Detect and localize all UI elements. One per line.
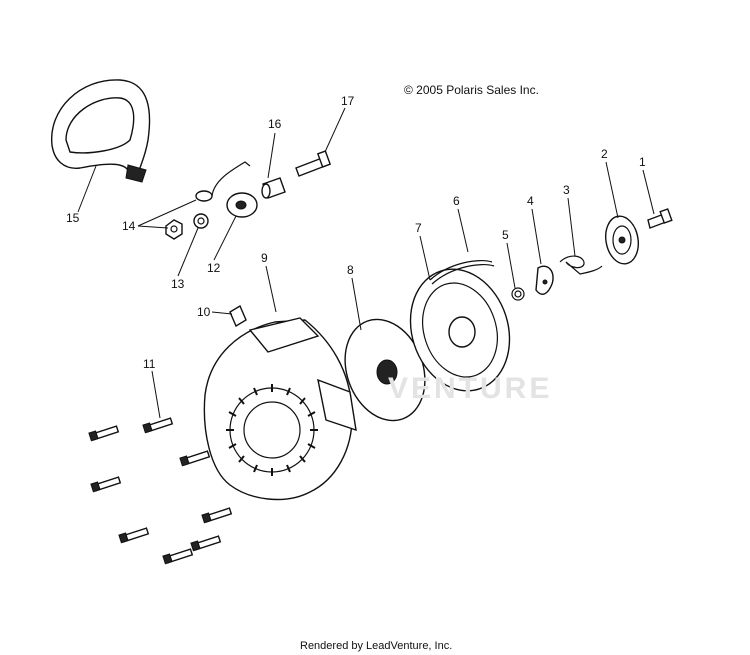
callout-16: 16 [268, 117, 282, 131]
leader-lines [77, 107, 655, 419]
callout-13: 13 [171, 277, 185, 291]
washer-part [193, 213, 209, 229]
housing-vents [226, 384, 318, 476]
callout-3: 3 [563, 183, 570, 197]
bushing-part [226, 192, 258, 218]
callout-6: 6 [453, 194, 460, 208]
callout-5: 5 [502, 228, 509, 242]
spacer-part [261, 177, 286, 199]
callout-12: 12 [207, 261, 221, 275]
callout-17: 17 [341, 94, 355, 108]
ratchet-pawl-part [535, 265, 554, 295]
watermark: VENTURE [388, 372, 553, 405]
callout-7: 7 [415, 221, 422, 235]
spring-disc-part [344, 318, 426, 422]
recoil-housing-part [203, 317, 357, 501]
starter-handle-part [51, 79, 151, 183]
copyright-notice: © 2005 Polaris Sales Inc. [404, 83, 539, 97]
starter-rope-part [429, 259, 495, 285]
bolt-part [647, 208, 673, 229]
callout-1: 1 [639, 155, 646, 169]
callout-14: 14 [122, 219, 136, 233]
callout-8: 8 [347, 263, 354, 277]
spring-clip-part [559, 255, 603, 275]
rope-guide-part [229, 304, 247, 328]
callout-2: 2 [601, 147, 608, 161]
nut-part [165, 219, 183, 240]
footer-credit: Rendered by LeadVenture, Inc. [300, 640, 453, 652]
callout-9: 9 [261, 251, 268, 265]
callout-15: 15 [66, 211, 80, 225]
recoil-reel-part [409, 268, 511, 392]
housing-bolts-part [88, 417, 233, 565]
callout-4: 4 [527, 194, 534, 208]
callout-11: 11 [143, 357, 156, 371]
spring-part [511, 287, 525, 301]
link-part [195, 161, 251, 202]
pin-part [295, 150, 332, 177]
retainer-plate-part [605, 215, 639, 265]
callout-10: 10 [197, 305, 211, 319]
